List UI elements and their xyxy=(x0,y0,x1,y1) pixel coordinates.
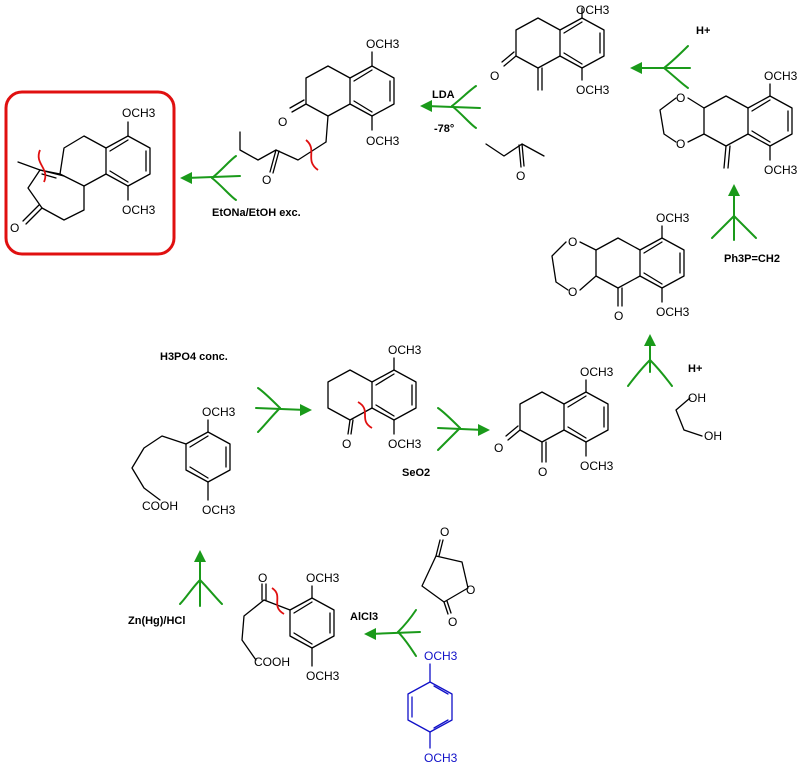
label-ome: OCH3 xyxy=(424,649,458,663)
dione xyxy=(505,379,609,463)
label-ome: OCH3 xyxy=(656,305,690,319)
label-o: O xyxy=(568,235,577,249)
disconnection-mark xyxy=(305,139,319,171)
reaction-arrow xyxy=(711,184,757,241)
label-o: O xyxy=(10,221,19,235)
label-ome: OCH3 xyxy=(388,437,422,451)
reagent-lda: LDA xyxy=(432,89,455,101)
reagent-seo2: SeO2 xyxy=(402,467,430,479)
label-ome: OCH3 xyxy=(576,3,610,17)
label-o: O xyxy=(676,91,685,105)
label-ome: OCH3 xyxy=(388,343,422,357)
reaction-arrow xyxy=(630,45,691,89)
reagent-h3po4: H3PO4 conc. xyxy=(160,351,228,363)
reagent-alcl3: AlCl3 xyxy=(350,611,378,623)
reagent-wittig: Ph3P=CH2 xyxy=(724,253,780,265)
label-o: O xyxy=(538,465,547,479)
keto-acid xyxy=(241,583,335,667)
reagent-etona: EtONa/EtOH exc. xyxy=(212,207,301,219)
label-cooh: COOH xyxy=(142,499,178,513)
butanone xyxy=(485,143,545,168)
label-o: O xyxy=(342,437,351,451)
exo-methylene-ketone xyxy=(501,7,605,91)
reagent-acid: H+ xyxy=(696,25,710,37)
label-ome: OCH3 xyxy=(366,37,400,51)
label-o: O xyxy=(262,173,271,187)
ketal-ketone xyxy=(551,225,685,307)
label-ome: OCH3 xyxy=(202,503,236,517)
label-ome: OCH3 xyxy=(764,69,798,83)
disconnection-mark xyxy=(37,149,47,183)
label-ome: OCH3 xyxy=(122,106,156,120)
label-ome: OCH3 xyxy=(764,163,798,177)
ethylene-glycol xyxy=(675,397,703,437)
label-o: O xyxy=(466,583,475,597)
succinic-anhydride xyxy=(421,539,469,615)
reaction-arrow xyxy=(180,155,241,201)
tetralone xyxy=(327,357,417,435)
label-ome: OCH3 xyxy=(424,751,458,765)
reaction-arrow xyxy=(420,85,481,129)
label-ome: OCH3 xyxy=(580,365,614,379)
michael-adduct xyxy=(239,51,395,174)
label-ome: OCH3 xyxy=(202,405,236,419)
label-ome: OCH3 xyxy=(366,134,400,148)
label-o: O xyxy=(448,615,457,629)
aryl-butanoic-acid xyxy=(131,419,231,501)
reaction-arrow xyxy=(364,609,421,657)
reagent-acid: H+ xyxy=(688,363,702,375)
reaction-arrow xyxy=(627,334,673,387)
label-ome: OCH3 xyxy=(580,459,614,473)
label-o: O xyxy=(258,571,267,585)
label-o: O xyxy=(494,441,503,455)
label-o: O xyxy=(614,309,623,323)
ketal-exo-methylene xyxy=(659,83,793,169)
label-o: O xyxy=(490,69,499,83)
label-ome: OCH3 xyxy=(656,211,690,225)
label-o: O xyxy=(516,169,525,183)
label-o: O xyxy=(676,137,685,151)
target-molecule xyxy=(17,121,151,225)
dimethoxybenzene xyxy=(407,663,453,749)
label-ome: OCH3 xyxy=(576,83,610,97)
disconnection-mark xyxy=(357,401,373,429)
label-oh: OH xyxy=(704,429,722,443)
reaction-arrow xyxy=(437,407,490,451)
disconnection-mark xyxy=(271,587,285,615)
reaction-arrow xyxy=(179,550,223,607)
reagent-temperature: -78° xyxy=(434,123,454,135)
label-ome: OCH3 xyxy=(306,669,340,683)
label-ome: OCH3 xyxy=(122,203,156,217)
label-o: O xyxy=(278,115,287,129)
label-cooh: COOH xyxy=(254,655,290,669)
reagent-clemmensen: Zn(Hg)/HCl xyxy=(128,615,185,627)
label-ome: OCH3 xyxy=(306,571,340,585)
label-oh: OH xyxy=(688,391,706,405)
target-highlight-box xyxy=(4,90,176,256)
reaction-arrow xyxy=(255,387,312,433)
label-o: O xyxy=(568,285,577,299)
label-o: O xyxy=(440,525,449,539)
